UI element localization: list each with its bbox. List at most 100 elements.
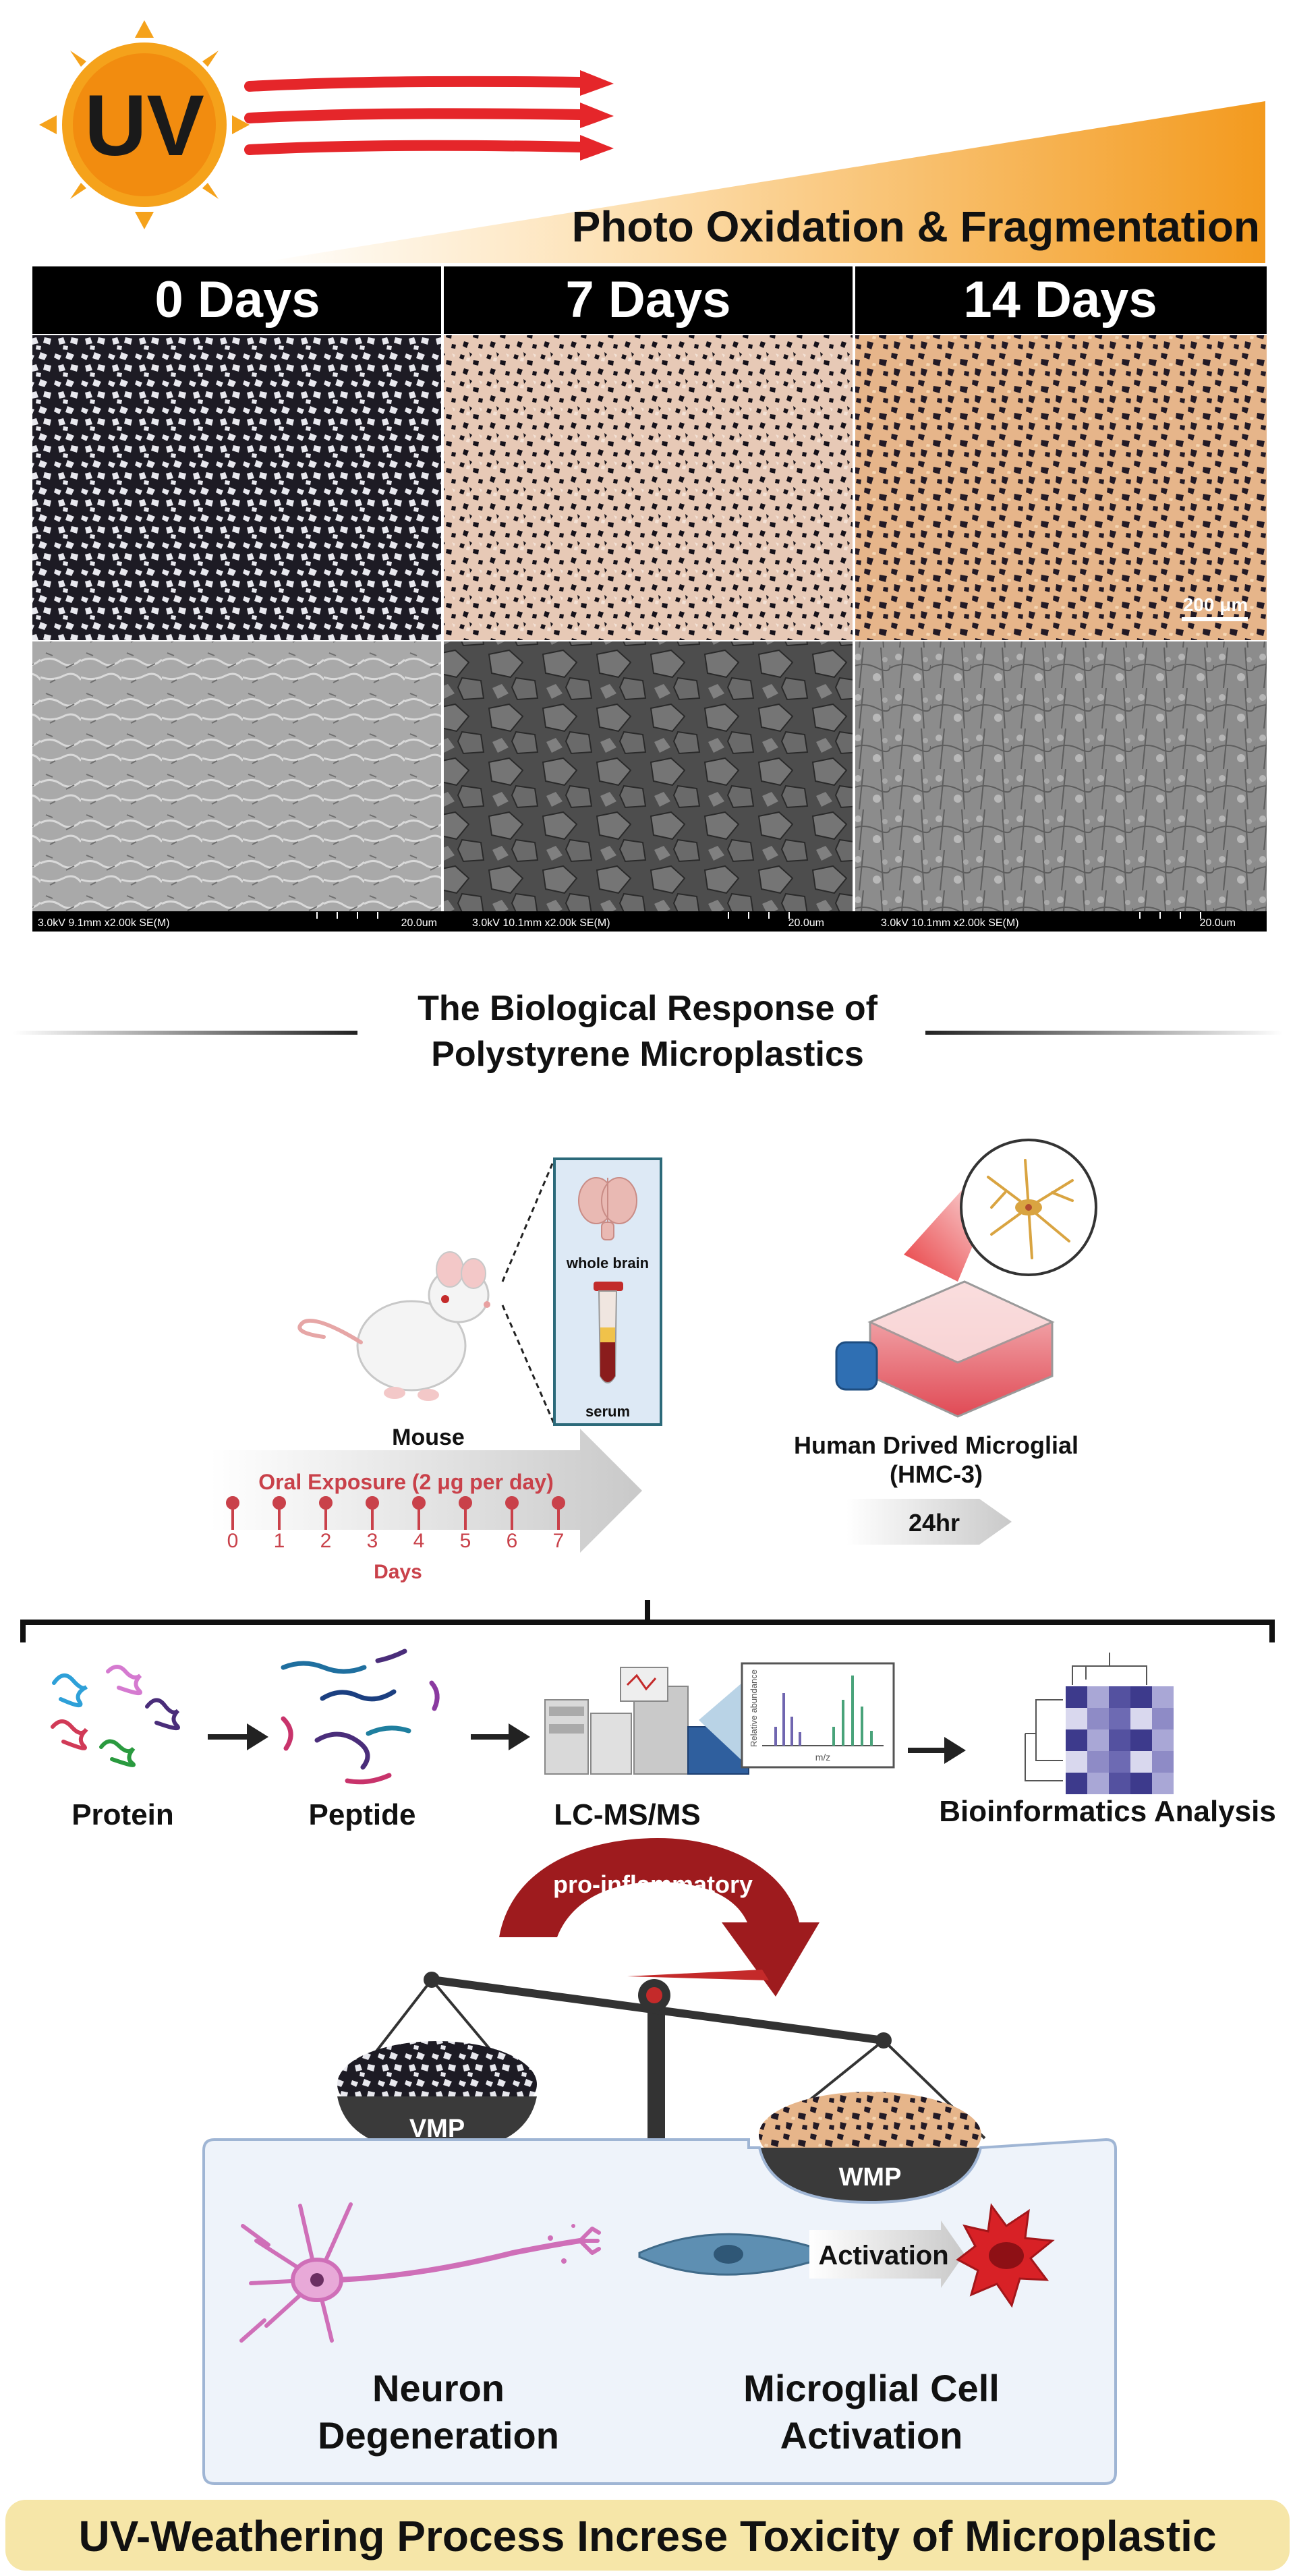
heatmap-cell <box>1066 1751 1087 1773</box>
heatmap-cell <box>1152 1686 1174 1708</box>
day-tick-label: 7 <box>553 1530 565 1552</box>
divider-left <box>13 1031 357 1035</box>
micrograph-day-0 <box>32 335 441 640</box>
sem-caption-14: 3.0kV 10.1mm x2.00k SE(M) <box>881 917 1019 929</box>
uv-rays-icon <box>244 70 614 161</box>
heatmap-cell <box>1109 1729 1130 1751</box>
step-lc-ms: LC-MS/MS <box>554 1798 701 1831</box>
balance-scale-icon <box>349 1970 986 2140</box>
sem-image-day-14 <box>855 641 1267 911</box>
heatmap-cell <box>1130 1729 1152 1751</box>
heatmap-cell <box>1087 1686 1109 1708</box>
wmp-pan <box>759 2148 981 2202</box>
activation-arrow <box>809 2221 965 2288</box>
days-axis-label: Days <box>374 1561 422 1583</box>
peptide-icon <box>281 1649 440 1785</box>
mouse-icon <box>297 1251 490 1401</box>
cell-label-line2: (HMC-3) <box>890 1460 983 1488</box>
conclusion-banner <box>5 2500 1290 2571</box>
day-tick-label: 2 <box>320 1530 332 1552</box>
wmp-label: WMP <box>839 2163 902 2192</box>
workflow-bracket <box>20 1620 1275 1642</box>
day-tick-label: 3 <box>367 1530 378 1552</box>
activated-microglia-icon <box>956 2203 1055 2308</box>
heatmap-cell <box>1152 1729 1174 1751</box>
heatmap-cell <box>1087 1751 1109 1773</box>
heatmap-cell <box>1066 1729 1087 1751</box>
inset-label-brain: whole brain <box>566 1255 649 1271</box>
protein-icon <box>51 1665 180 1767</box>
sem-caption-7: 3.0kV 10.1mm x2.00k SE(M) <box>472 917 610 929</box>
heatmap-cell <box>1152 1708 1174 1729</box>
microglia-cell-icon <box>987 1159 1074 1259</box>
heatmap-cell <box>1066 1708 1087 1729</box>
sem-image-day-7 <box>444 641 853 911</box>
duration-label: 24hr <box>909 1509 960 1537</box>
pro-inflammatory-label: pro-inflammatory <box>553 1870 753 1898</box>
day-tick-label: 4 <box>413 1530 425 1552</box>
spectrum-ylabel: Relative abundance <box>749 1669 759 1747</box>
vmp-pan <box>337 2096 537 2152</box>
day-label-7: 7 Days <box>565 271 730 328</box>
day-tick-label: 1 <box>274 1530 285 1552</box>
day-label-14: 14 Days <box>963 271 1157 328</box>
heatmap-cell <box>1130 1686 1152 1708</box>
day-header-bar <box>32 266 1267 334</box>
spectrum-xlabel: m/z <box>815 1752 831 1763</box>
mouse-label: Mouse <box>392 1425 465 1450</box>
sem-scale-14: 20.0um <box>1200 917 1236 929</box>
arrow-icon <box>471 1723 530 1750</box>
heatmap-grid <box>1066 1686 1174 1794</box>
day-timeline: 0 1 2 3 4 5 6 7 <box>226 1496 565 1552</box>
heatmap-cell <box>1109 1708 1130 1729</box>
heatmap-cell <box>1130 1773 1152 1794</box>
heatmap-icon <box>1025 1653 1147 1781</box>
day-tick-label: 0 <box>227 1530 239 1552</box>
arrow-icon <box>908 1737 966 1764</box>
step-protein: Protein <box>71 1798 174 1831</box>
uv-sun-icon <box>39 20 250 229</box>
day-label-0: 0 Days <box>154 271 320 328</box>
heatmap-cell <box>1109 1751 1130 1773</box>
heatmap-cell <box>1152 1751 1174 1773</box>
divider-right <box>925 1031 1283 1035</box>
sem-scale-7: 20.0um <box>788 917 824 929</box>
microglia-outcome-line2: Activation <box>780 2414 963 2457</box>
microglia-outcome-line1: Microglial Cell <box>743 2367 1000 2409</box>
day-tick-label: 5 <box>460 1530 471 1552</box>
step-bioinformatics: Bioinformatics Analysis <box>939 1795 1276 1828</box>
duration-arrow <box>846 1499 1012 1545</box>
sem-caption-0: 3.0kV 9.1mm x2.00k SE(M) <box>38 917 170 929</box>
sem-scale-0: 20.0um <box>401 917 437 929</box>
step-peptide: Peptide <box>309 1798 416 1831</box>
heatmap-cell <box>1130 1708 1152 1729</box>
oxidation-gradient-banner <box>256 101 1265 263</box>
mass-spectrum-plot <box>762 1676 884 1746</box>
section-title-line1: The Biological Response of <box>418 989 878 1028</box>
cell-label-line1: Human Drived Microglial <box>794 1431 1078 1459</box>
day-tick-label: 6 <box>507 1530 518 1552</box>
neuron-outcome-line1: Neuron <box>372 2367 505 2409</box>
pro-inflammatory-arrow <box>499 1838 819 1997</box>
sem-image-day-0 <box>32 641 441 911</box>
neuron-icon <box>239 2202 601 2343</box>
heatmap-cell <box>1087 1773 1109 1794</box>
uv-label: UV <box>84 78 204 174</box>
section-title-line2: Polystyrene Microplastics <box>431 1035 864 1074</box>
serum-tube-icon <box>594 1282 623 1383</box>
outcome-panel <box>202 2138 1117 2485</box>
spectrum-callout <box>699 1683 742 1761</box>
heatmap-cell <box>1109 1773 1130 1794</box>
banner-title: Photo Oxidation & Fragmentation <box>572 202 1260 251</box>
micrograph-day-7 <box>444 335 853 640</box>
arrow-icon <box>208 1723 268 1750</box>
micrograph-day-14 <box>855 335 1267 640</box>
exposure-arrow <box>210 1429 642 1553</box>
conclusion-text: UV-Weathering Process Increse Toxicity o… <box>78 2512 1216 2560</box>
heatmap-cell <box>1066 1773 1087 1794</box>
exposure-label: Oral Exposure (2 μg per day) <box>258 1470 553 1494</box>
mass-spectrum-panel <box>741 1662 895 1769</box>
brain-icon <box>578 1177 637 1240</box>
heatmap-cell <box>1087 1729 1109 1751</box>
activation-label: Activation <box>818 2241 948 2270</box>
